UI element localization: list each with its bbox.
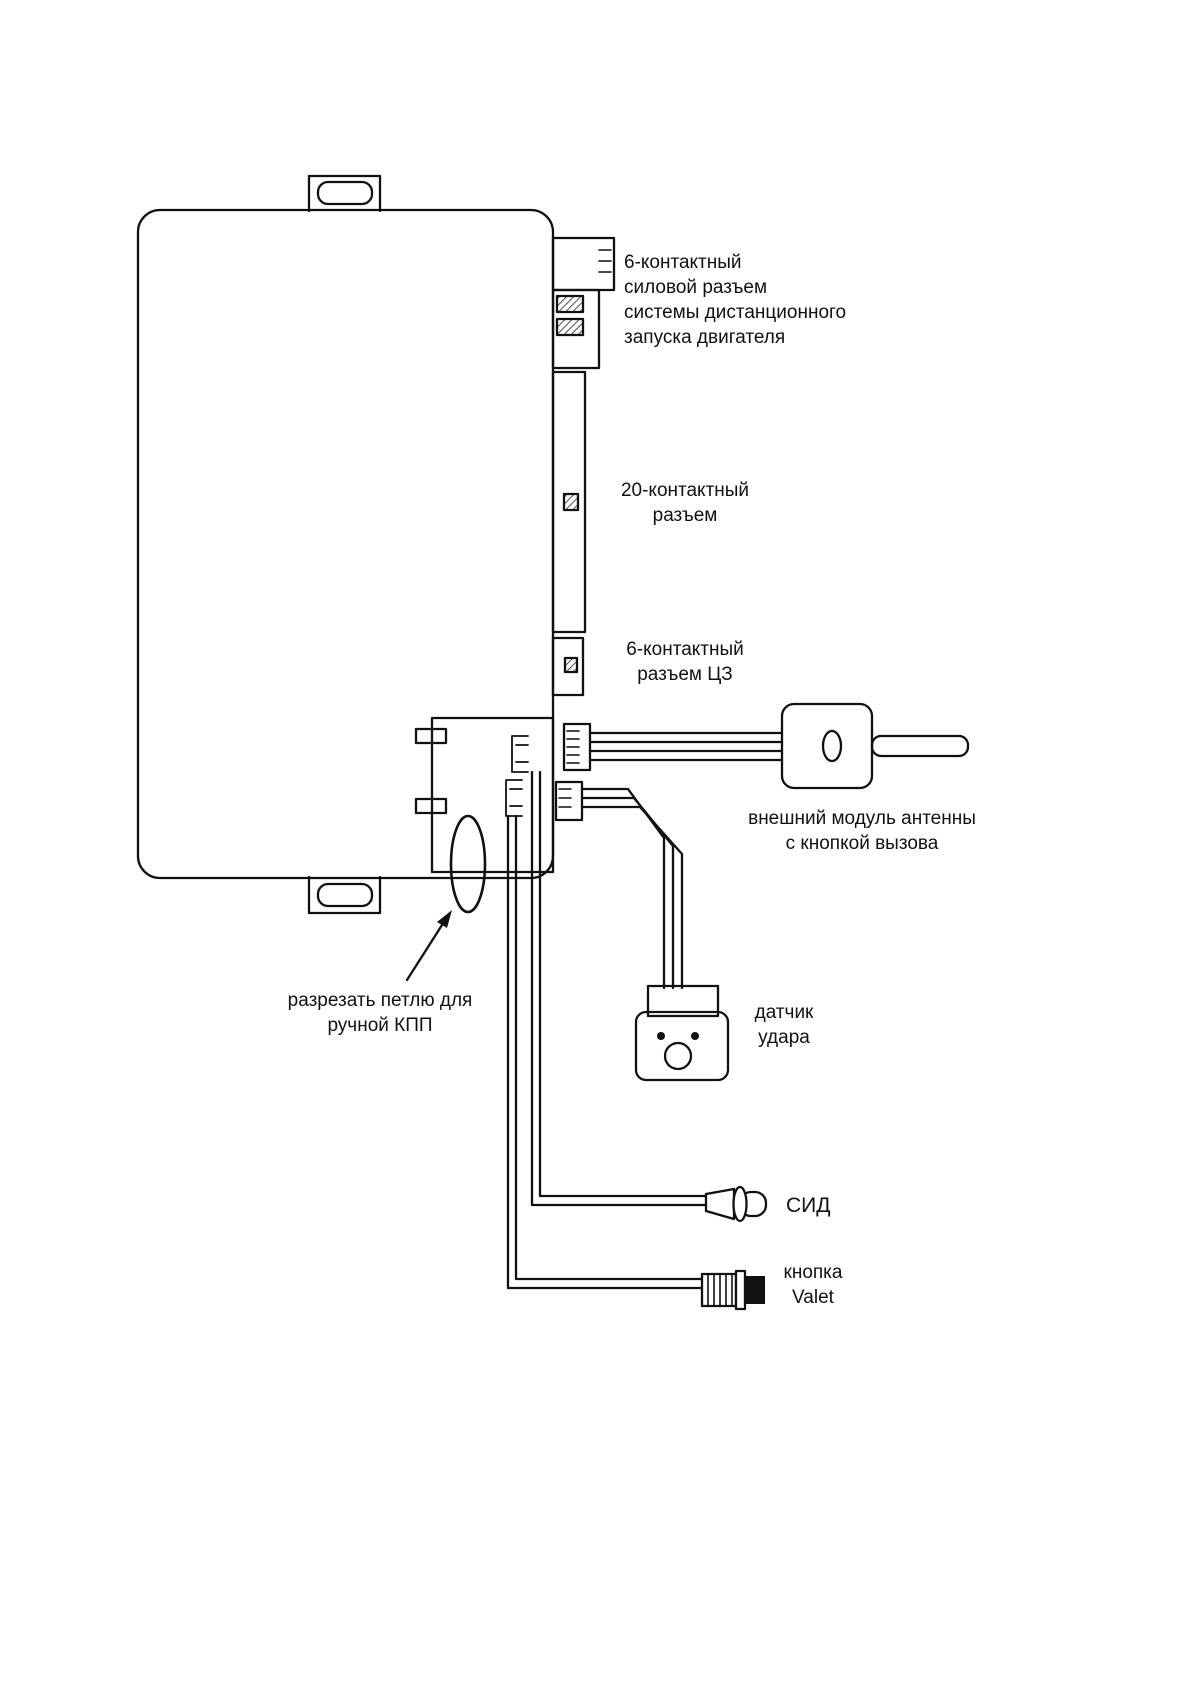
- antenna-plug: [562, 722, 592, 772]
- call-button: [821, 729, 843, 763]
- valet-cap: [745, 1276, 765, 1304]
- label-led: СИД: [786, 1194, 831, 1217]
- label-power-connector: 6-контактный силовой разъем системы дист…: [624, 252, 847, 349]
- shock-sensor-top: [646, 984, 720, 1018]
- led-group: [530, 770, 768, 1223]
- shock-sensor-body: [634, 1010, 730, 1082]
- antenna-stick: [870, 734, 970, 758]
- led-wire: [538, 770, 708, 1198]
- wire-loop: [449, 814, 487, 914]
- power-connector: [551, 236, 616, 370]
- connector-central-lock: [551, 636, 585, 697]
- led-wire: [530, 770, 708, 1207]
- shock-wire: [580, 805, 684, 990]
- connector-20pin: [551, 370, 587, 634]
- valet-wire: [514, 814, 704, 1281]
- mounting-bracket-bottom: [307, 875, 382, 915]
- cut-loop-arrow: [405, 910, 452, 982]
- label-cut-loop: разрезать петлю для ручной КПП: [287, 990, 473, 1037]
- led-body: [704, 1187, 736, 1221]
- antenna-module-group: [562, 702, 970, 790]
- valet-thread: [700, 1272, 738, 1308]
- antenna-module: [780, 702, 874, 790]
- shock-sensor-group: [554, 780, 730, 1082]
- led-flange: [732, 1185, 748, 1223]
- main-unit: [136, 208, 555, 880]
- valet-collar: [734, 1269, 747, 1311]
- label-central-lock-connector: 6-контактный разъем ЦЗ: [626, 639, 744, 686]
- label-shock-sensor: датчик удара: [754, 1002, 814, 1049]
- label-valet-button: кнопка Valet: [783, 1262, 843, 1309]
- shock-plug: [554, 780, 584, 822]
- shock-wire: [580, 796, 675, 990]
- label-antenna-module: внешний модуль антенны с кнопкой вызова: [748, 808, 976, 855]
- mounting-bracket-top: [307, 174, 382, 213]
- label-20pin-connector: 20-контактный разъем: [620, 480, 750, 527]
- valet-group: [506, 814, 765, 1311]
- relay-unit: [414, 716, 555, 874]
- valet-wire: [506, 814, 704, 1290]
